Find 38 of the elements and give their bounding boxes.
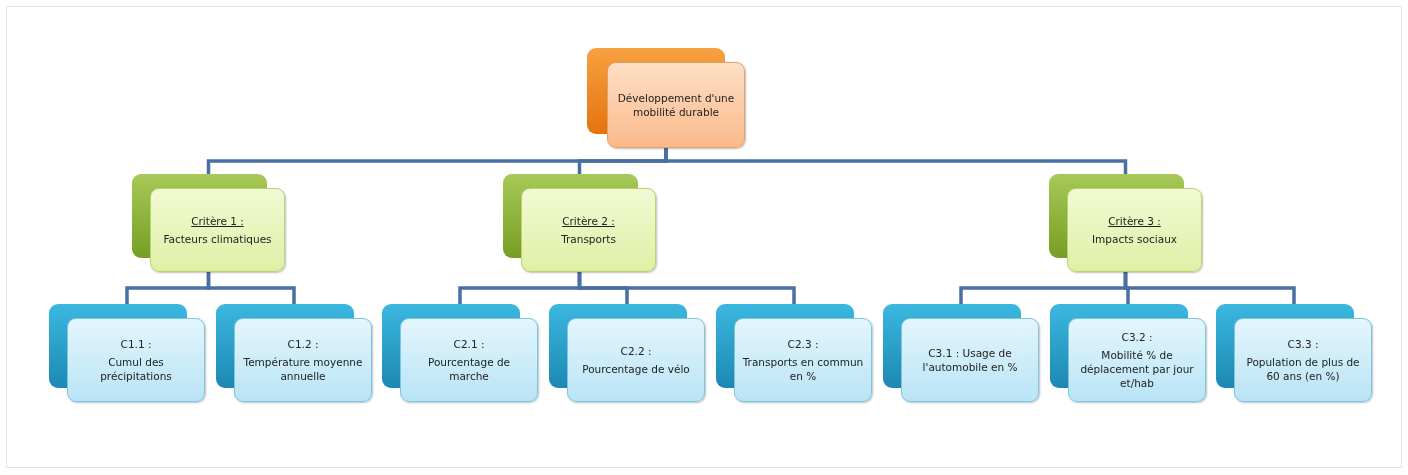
stacked-box bbox=[716, 304, 872, 402]
box-heading: C2.3 : bbox=[787, 336, 819, 351]
box-text: Développement d'une mobilité durable bbox=[616, 90, 736, 120]
box-heading: C3.3 : bbox=[1287, 336, 1319, 351]
box-heading: C2.2 : bbox=[620, 343, 652, 358]
box-heading: C3.2 : bbox=[1121, 329, 1153, 344]
stacked-box bbox=[549, 304, 705, 402]
stacked-box bbox=[587, 48, 745, 148]
box-text: Transports bbox=[561, 232, 616, 247]
stacked-box bbox=[503, 174, 656, 272]
connector-line bbox=[1123, 272, 1296, 304]
box-text: C3.1 : Usage de l'automobile en % bbox=[921, 345, 1019, 375]
connector-line bbox=[664, 148, 1128, 174]
box-text: Pourcentage de marche bbox=[426, 354, 512, 384]
connector-line bbox=[206, 272, 296, 304]
box-text: Température moyenne annuelle bbox=[242, 354, 364, 384]
stacked-box bbox=[49, 304, 205, 402]
box-text: Cumul des précipitations bbox=[99, 354, 173, 384]
stacked-box bbox=[132, 174, 285, 272]
stacked-box bbox=[1050, 304, 1206, 402]
box-heading: C2.1 : bbox=[453, 336, 485, 351]
box-heading: C1.2 : bbox=[287, 336, 319, 351]
box-text: Population de plus de 60 ans (en %) bbox=[1245, 354, 1361, 384]
box-text: Impacts sociaux bbox=[1092, 232, 1177, 247]
stacked-box bbox=[883, 304, 1039, 402]
box-text: Pourcentage de vélo bbox=[582, 362, 690, 377]
box-heading: Critère 2 : bbox=[562, 213, 615, 228]
box-heading: Critère 1 : bbox=[191, 213, 244, 228]
box-text: Facteurs climatiques bbox=[163, 232, 272, 247]
box-heading: C1.1 : bbox=[120, 336, 152, 351]
stacked-box bbox=[1049, 174, 1202, 272]
stacked-box bbox=[382, 304, 538, 402]
connector-line bbox=[577, 272, 796, 304]
stacked-box bbox=[216, 304, 372, 402]
stacked-box bbox=[1216, 304, 1372, 402]
box-text: Transports en commun en % bbox=[741, 354, 865, 384]
box-text: Mobilité % de déplacement par jour et/hab bbox=[1079, 347, 1195, 391]
box-heading: Critère 3 : bbox=[1108, 213, 1161, 228]
